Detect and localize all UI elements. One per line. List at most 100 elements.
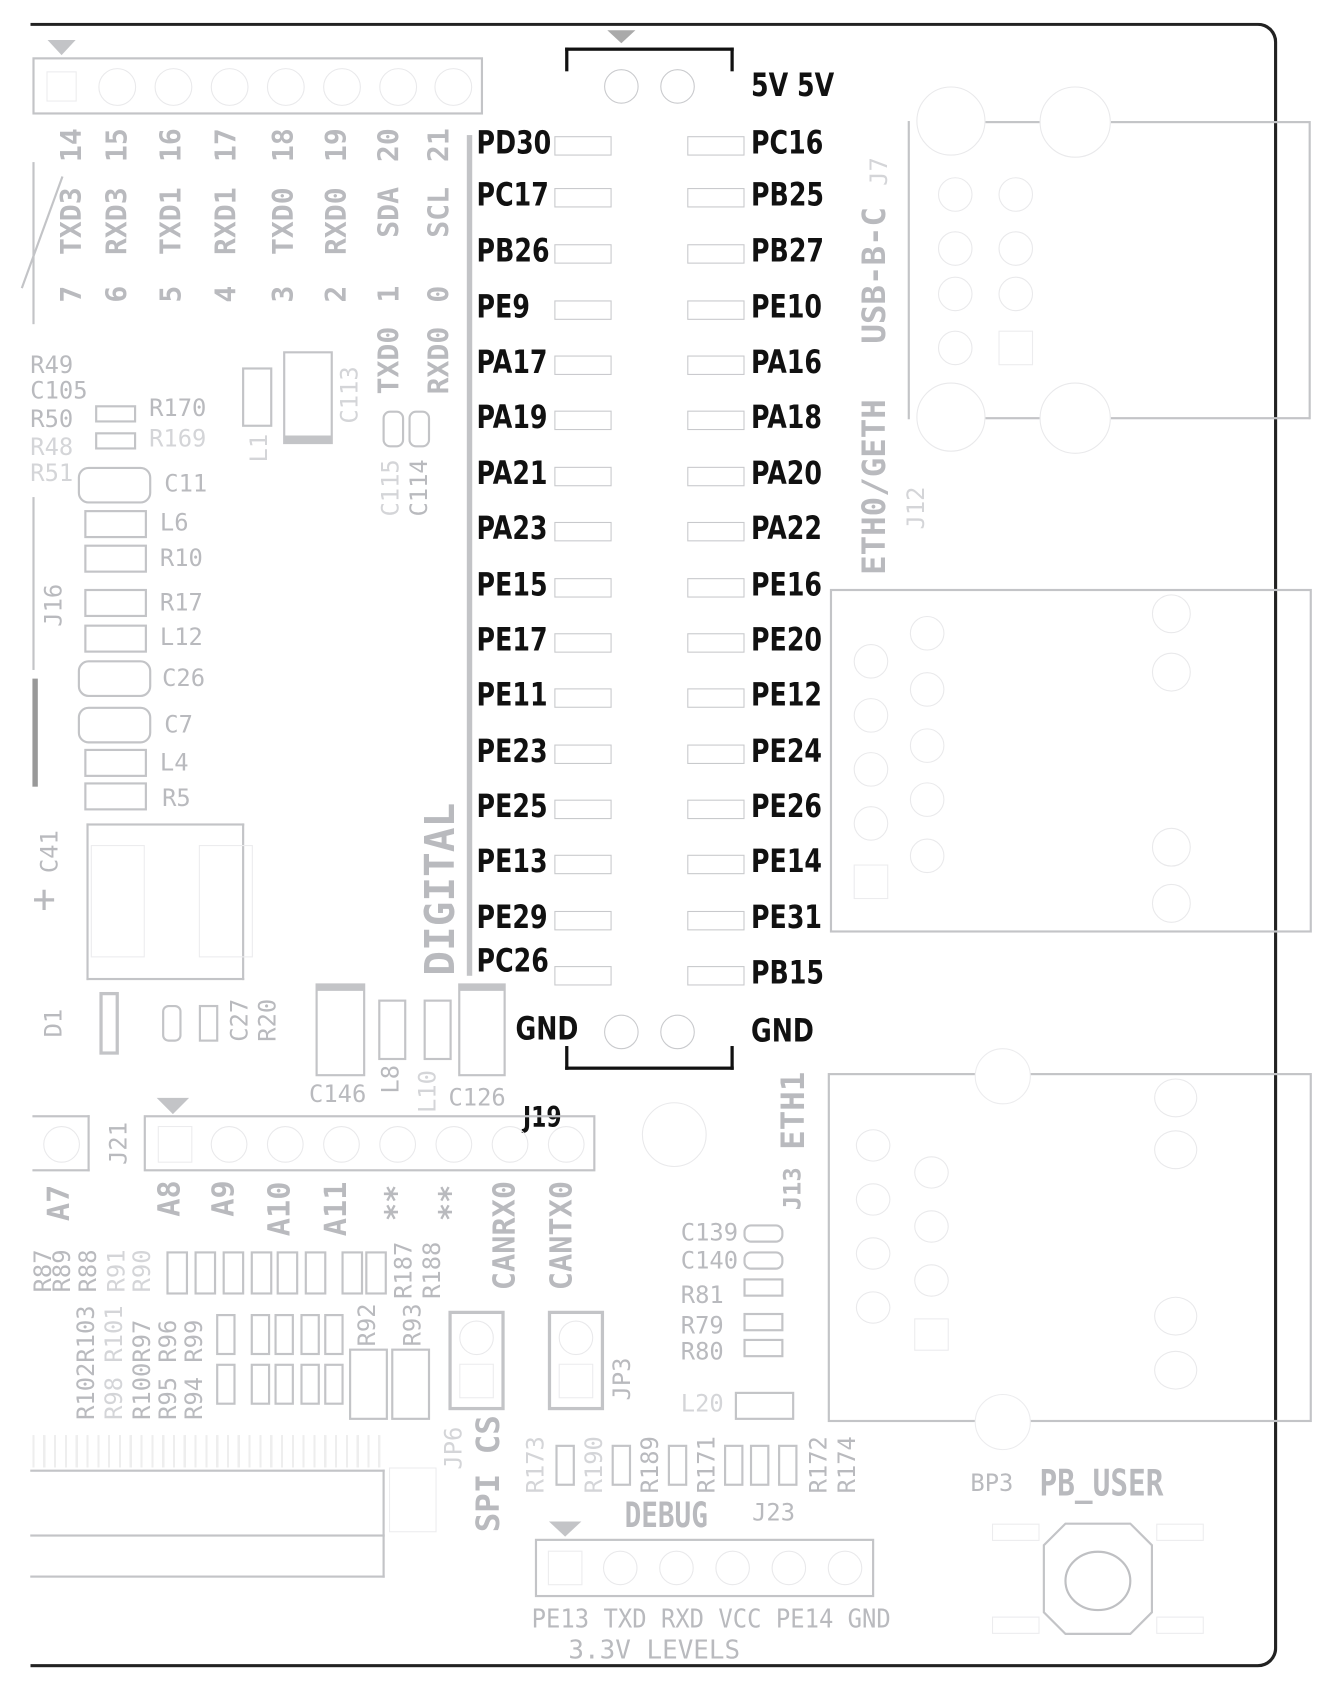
j19-pin-label-left: PA17 (476, 343, 548, 382)
j19-pad (554, 136, 612, 156)
resistor-footprint (304, 1251, 327, 1295)
c146-footprint (315, 983, 366, 1077)
component-label: C139 (680, 1219, 739, 1248)
eth1-jack (827, 1073, 1312, 1423)
component-label: R79 (680, 1312, 724, 1340)
button-actuator[interactable] (1064, 1550, 1132, 1612)
gnd-right-label: GND (751, 1012, 814, 1051)
component-label: R95 R96 (155, 1319, 183, 1420)
j21-strip (143, 1115, 596, 1172)
fpc-connector (30, 1469, 385, 1578)
resistor-footprint (95, 432, 137, 450)
pad (1156, 1616, 1204, 1634)
j19-pin-label-left: PA19 (476, 398, 548, 437)
outline-line (32, 497, 35, 670)
component-label: C114 (406, 459, 434, 517)
pin-pad (98, 68, 137, 106)
pb-user-button[interactable] (1037, 1521, 1158, 1638)
j19-pad (687, 966, 745, 986)
j19-pin-label-left: PE25 (476, 787, 548, 826)
resistor-footprint (778, 1444, 798, 1486)
mount-hole (1039, 86, 1111, 158)
j21-pin-label: A9 (205, 1180, 241, 1217)
pin-pad (998, 276, 1034, 312)
j21-pin-label: A10 (261, 1181, 298, 1237)
c114-footprint (408, 410, 431, 448)
digital-header-strip (32, 57, 484, 115)
j19-pad (687, 799, 745, 820)
usb-outline (985, 121, 1040, 124)
component-label: C115 (378, 459, 406, 517)
component-label: R190 (581, 1436, 609, 1494)
j19-pin-label-left: PD30 (476, 124, 552, 163)
j19-pin-label-right: PE12 (751, 676, 823, 715)
resistor-footprint (84, 588, 147, 618)
jp6-ref: JP6 (440, 1426, 468, 1470)
component-label: L4 (159, 749, 189, 777)
j21-pin-label: ** (432, 1184, 468, 1222)
pin-pad (602, 1550, 638, 1586)
resistor-footprint (216, 1314, 236, 1356)
j19-pad (554, 188, 612, 208)
component-label: L6 (159, 510, 189, 538)
j19-bracket-tick (730, 47, 734, 72)
j21-pin-label: A11 (317, 1181, 354, 1237)
component-label: R49 (30, 352, 74, 380)
pin-index: 2 (320, 285, 354, 303)
pin-number: 19 (320, 128, 354, 163)
pin-pad (323, 1125, 360, 1163)
component-label: C27 (226, 998, 254, 1042)
resistor-footprint (743, 1312, 784, 1332)
pin-name: RXD0 (320, 187, 354, 256)
resistor-footprint (611, 1444, 632, 1486)
component-label: R5 (162, 785, 191, 813)
pin-pad (491, 1125, 529, 1163)
component-label: R92 (354, 1303, 382, 1347)
pin-pad (909, 728, 945, 763)
jp6-jumper (448, 1310, 505, 1411)
pin-pad (434, 68, 473, 106)
resistor-footprint (300, 1363, 320, 1405)
pin-pad (937, 177, 973, 212)
c113-footprint (283, 351, 333, 445)
pin-pad-square (853, 864, 889, 900)
j19-pin-label-right: PB25 (751, 176, 825, 214)
j19-pad (554, 355, 612, 375)
component-label: R10 (159, 545, 203, 573)
pin-pad-square (914, 1318, 949, 1351)
pin-pad (323, 68, 361, 106)
capacitor-footprint (743, 1251, 784, 1270)
button-label: PB_USER (1039, 1462, 1164, 1506)
pin-pad-square (459, 1363, 494, 1399)
component-label: R20 (255, 998, 283, 1042)
resistor-footprint (724, 1444, 744, 1486)
capacitor-footprint (77, 660, 152, 697)
component-label: D1 (41, 1008, 69, 1038)
pin-pad (853, 698, 889, 733)
pin-pad (855, 1291, 891, 1324)
j19-pin-label-right: PE26 (751, 787, 823, 826)
pin-pad (914, 1210, 949, 1243)
mount-hole (641, 1102, 707, 1168)
mount-hole (916, 86, 986, 156)
pin-pad (914, 1156, 949, 1189)
pin-pad (1151, 883, 1191, 923)
j19-pin-label-right: PA20 (751, 454, 822, 493)
l8-footprint (378, 999, 407, 1061)
pin-pad (914, 1264, 949, 1297)
eth1-label: ETH1 (774, 1071, 813, 1150)
l20-footprint (734, 1391, 795, 1420)
capacitor-footprint (77, 706, 152, 744)
jp3-ref: JP3 (609, 1357, 637, 1401)
5v-pad (660, 69, 695, 104)
j19-pin-label-left: PE29 (476, 899, 548, 937)
debug-pin-labels: PE13 TXD RXD VCC PE14 GND (531, 1603, 891, 1634)
component-label: R172 (806, 1436, 834, 1494)
resistor-footprint (743, 1278, 784, 1297)
pin-pad (1151, 827, 1191, 867)
outline-line (32, 678, 38, 787)
j19-pad (554, 854, 612, 875)
j19-pin-label-right: PE14 (751, 842, 823, 881)
j19-pad (687, 136, 745, 156)
pad (1156, 1523, 1204, 1541)
